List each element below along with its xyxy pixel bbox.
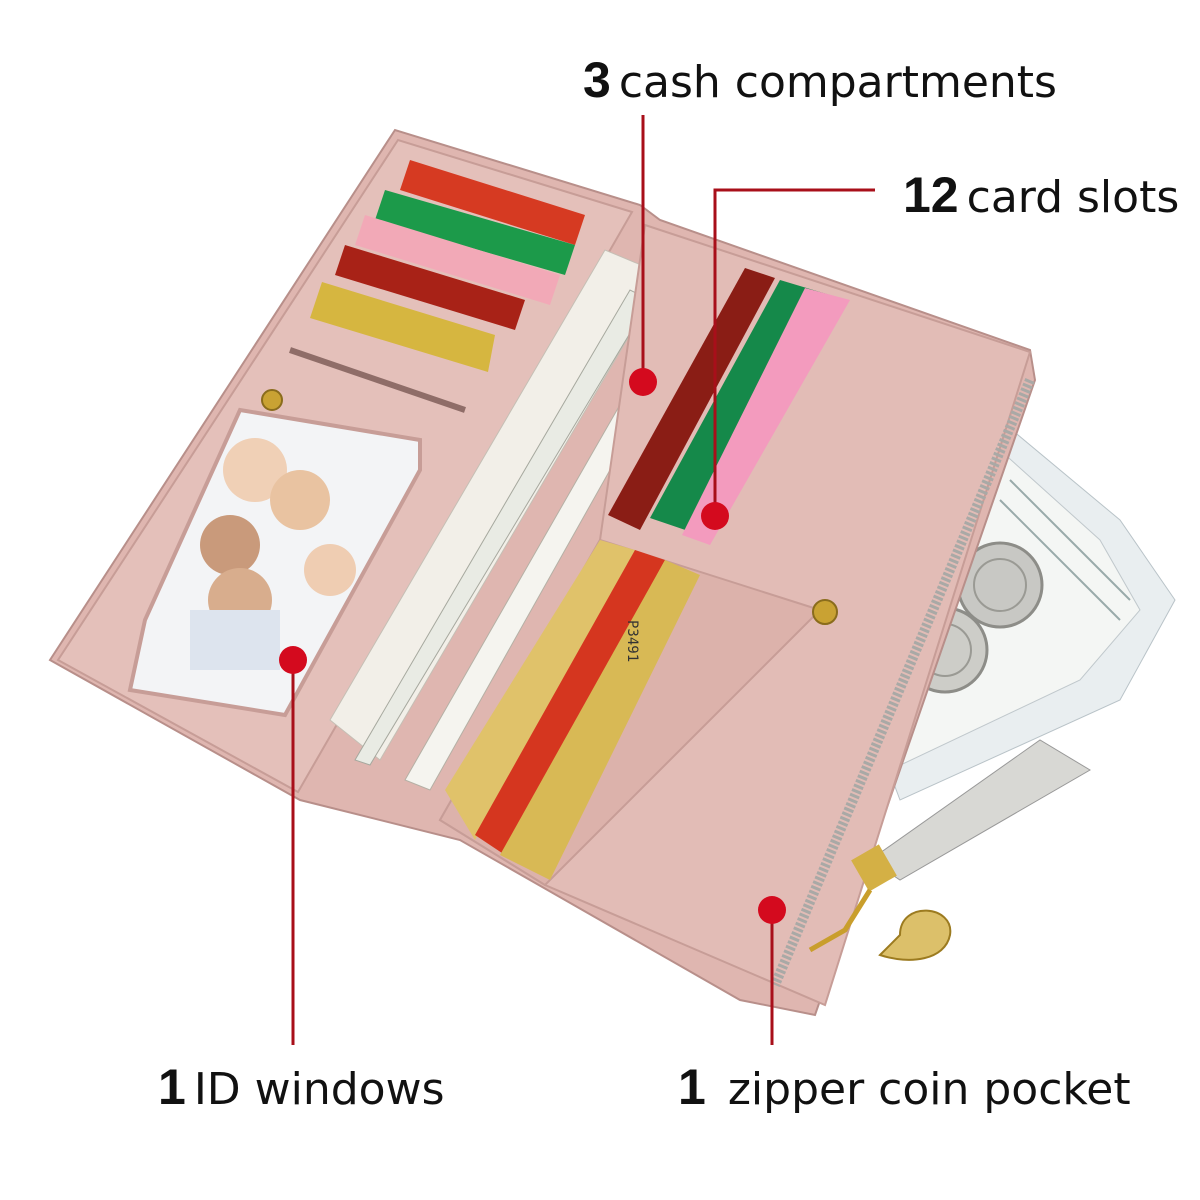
callout-text: zipper coin pocket [727, 1064, 1131, 1115]
callout-id-pointer [279, 646, 307, 1045]
callout-number: 12 [903, 167, 959, 223]
callout-text: ID windows [193, 1064, 445, 1115]
callout-number: 1 [678, 1059, 706, 1115]
callout-number: 3 [583, 52, 611, 108]
callout-number: 1 [158, 1059, 186, 1115]
callout-label-zipper: 1 zipper coin pocket [678, 1062, 1131, 1112]
callout-cash-pointer [629, 115, 657, 396]
callout-dot-cash [629, 368, 657, 396]
callout-dot-cards [701, 502, 729, 530]
tassel [808, 739, 1091, 961]
callout-text: cash compartments [618, 57, 1057, 108]
callout-zipper-pointer [758, 896, 786, 1045]
wallet-body: P3491 [48, 128, 1037, 1017]
callout-dot-zipper [758, 896, 786, 924]
callout-cards-pointer [701, 188, 875, 530]
callout-dot-id [279, 646, 307, 674]
card-print-text: P3491 [624, 620, 640, 662]
callout-text: card slots [966, 172, 1180, 223]
